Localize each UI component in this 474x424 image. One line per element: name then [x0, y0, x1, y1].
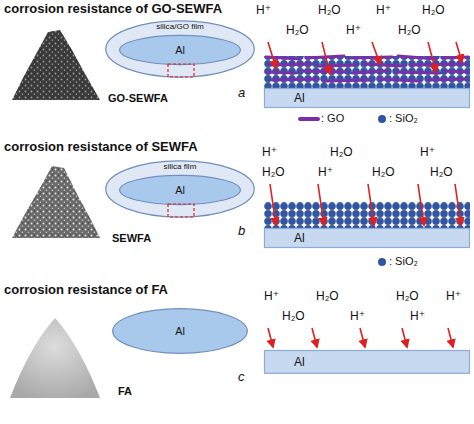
sample-name: FA	[118, 385, 132, 398]
ellipse-region: Al	[119, 175, 241, 205]
legend-text: : SiO₂	[389, 112, 418, 125]
row-heading: corrosion resistance of GO-SEWFA	[4, 2, 222, 17]
ellipse-region: Al	[112, 308, 248, 354]
species-label: H⁺	[346, 24, 361, 38]
species-label: H₂O	[398, 24, 421, 38]
substrate-label: Al	[294, 231, 305, 245]
aluminium-substrate: Al	[264, 350, 470, 374]
aluminium-substrate: Al	[264, 228, 470, 248]
row-heading: corrosion resistance of FA	[4, 283, 168, 298]
species-label: H₂O	[330, 146, 353, 160]
legend-text: : SiO₂	[389, 255, 418, 268]
region-label: silica film	[105, 162, 255, 172]
species-label: H⁺	[376, 4, 391, 18]
substrate-label: Al	[294, 91, 305, 105]
species-label: H⁺	[410, 310, 425, 324]
species-label: H⁺	[262, 146, 277, 160]
species-label: H⁺	[446, 290, 461, 304]
region-label: silica/GO film	[105, 22, 255, 32]
region-label: Al	[112, 325, 248, 338]
species-label: H⁺	[318, 166, 333, 180]
ellipse-region: silica filmAl	[105, 160, 255, 218]
species-label: H₂O	[430, 166, 453, 180]
species-label: H⁺	[264, 290, 279, 304]
sample-name: GO-SEWFA	[108, 92, 168, 105]
species-label: H₂O	[318, 4, 341, 18]
species-label: H₂O	[316, 290, 339, 304]
row-heading: corrosion resistance of SEWFA	[4, 140, 198, 155]
substrate-label: Al	[294, 355, 305, 369]
species-label: H₂O	[286, 24, 309, 38]
legend-text: : GO	[321, 112, 344, 125]
panel-letter: b	[238, 224, 245, 239]
region-label: Al	[119, 184, 241, 197]
region-label: Al	[119, 44, 241, 57]
species-label: H₂O	[262, 166, 285, 180]
species-label: H⁺	[420, 146, 435, 160]
panel-letter: c	[238, 370, 245, 385]
aluminium-substrate: Al	[264, 88, 470, 108]
species-label: H⁺	[256, 4, 271, 18]
species-label: H₂O	[422, 4, 445, 18]
species-label: H₂O	[372, 166, 395, 180]
ellipse-region: Al	[119, 35, 241, 65]
sample-name: SEWFA	[112, 232, 151, 245]
species-label: H⁺	[350, 310, 365, 324]
species-label: H₂O	[282, 310, 305, 324]
ellipse-region: silica/GO filmAl	[105, 20, 255, 78]
panel-letter: a	[238, 86, 245, 101]
species-label: H₂O	[396, 290, 419, 304]
